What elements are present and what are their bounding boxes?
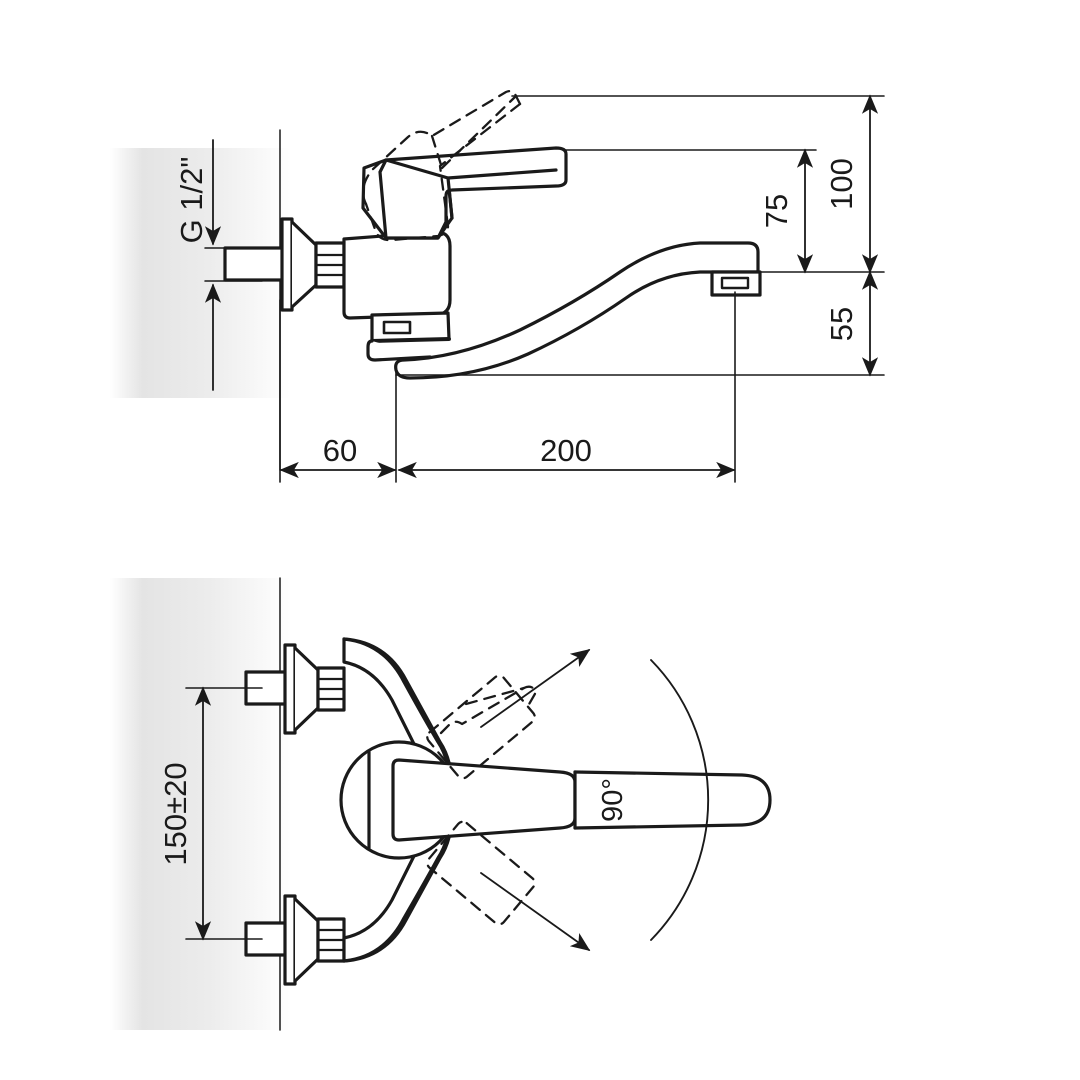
side-elevation-view: G 1/2" 100 75 55 60 200 xyxy=(110,89,885,483)
lever-swivel-down-phantom-top xyxy=(426,820,536,926)
dim-label-height-spout: 55 xyxy=(824,307,859,341)
leader-swivel-lower xyxy=(480,872,591,951)
lever-handle-side xyxy=(378,146,568,240)
lever-raised-phantom-side xyxy=(361,89,522,242)
top-plan-view: 150±20 90° xyxy=(110,577,772,1031)
dim-label-spout-reach: 200 xyxy=(540,433,592,468)
dim-label-swivel-angle: 90° xyxy=(597,778,629,822)
inlet-upper-top xyxy=(244,643,346,735)
spout-side xyxy=(394,241,762,380)
escutcheon-side xyxy=(280,217,318,312)
dim-label-height-total: 100 xyxy=(824,158,859,210)
connection-nut-side xyxy=(314,241,346,289)
lever-handle-top xyxy=(391,758,772,842)
mixer-body-side xyxy=(342,230,452,362)
dim-label-thread: G 1/2" xyxy=(174,157,209,244)
inlet-thread-side xyxy=(223,246,285,282)
dim-label-height-lever: 75 xyxy=(759,194,794,228)
dim-label-inlet-spacing: 150±20 xyxy=(158,762,193,865)
leader-swivel-upper xyxy=(480,649,591,728)
lever-swivel-up-phantom-top xyxy=(426,674,538,780)
wall-hatch-top xyxy=(110,578,290,1030)
dim-label-offset-wall: 60 xyxy=(323,433,357,468)
swivel-arc-90 xyxy=(650,659,710,941)
